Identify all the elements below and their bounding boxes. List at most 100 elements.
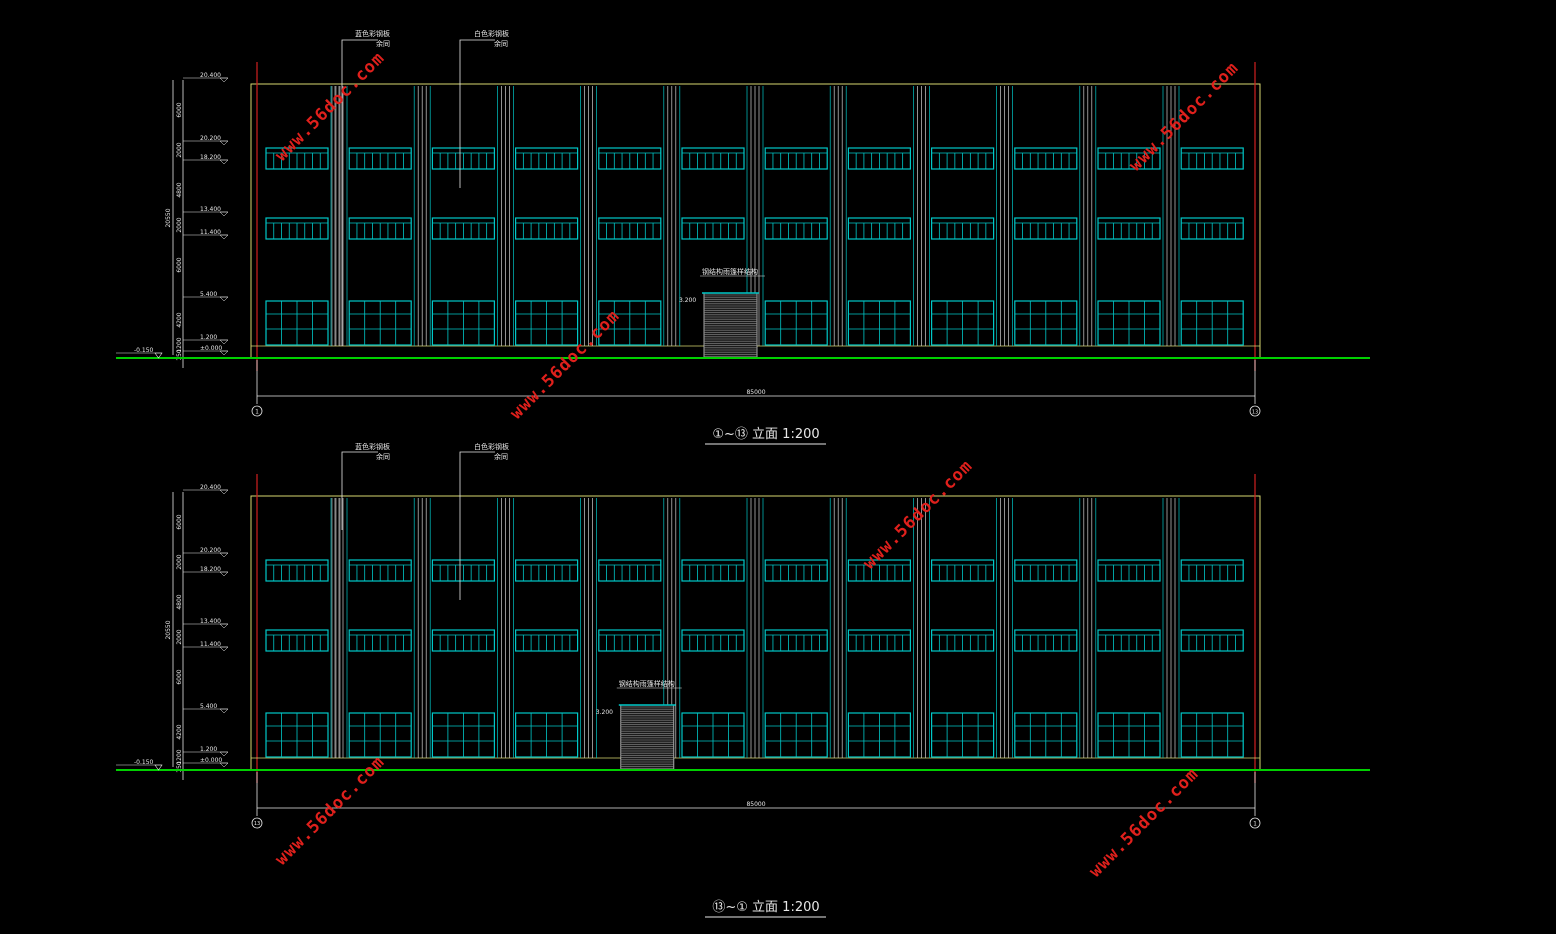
level-list: 20.400 20.200 18.200 13.400 11.400 5.400 1.200… bbox=[176, 484, 229, 773]
level-value: 5.400 bbox=[200, 703, 217, 710]
level-triangle bbox=[219, 211, 229, 217]
level-value: 18.200 bbox=[200, 154, 221, 161]
segment-value: 6000 bbox=[176, 257, 183, 272]
elevation-title-text: ①~⑬ 立面 1:200 bbox=[712, 427, 819, 442]
segment-value: 6000 bbox=[176, 102, 183, 117]
level-marks: 20550 bbox=[165, 80, 184, 368]
watermark-text: www.56doc.com bbox=[1125, 58, 1242, 175]
level-value: ±0.000 bbox=[200, 757, 222, 764]
level-triangle bbox=[219, 552, 229, 558]
watermark-text: www.56doc.com bbox=[506, 306, 623, 423]
total-height-label: 20550 bbox=[165, 620, 172, 639]
ground-level-mark: -0.150 bbox=[116, 347, 163, 359]
watermarks: www.56doc.com www.56doc.com www.56doc.co… bbox=[271, 48, 1242, 881]
level-triangle bbox=[219, 623, 229, 629]
segment-value: 4800 bbox=[176, 594, 183, 609]
svg-text:1: 1 bbox=[1253, 821, 1257, 828]
ground-level-mark: -0.150 bbox=[116, 759, 163, 771]
level-triangle bbox=[219, 646, 229, 652]
elevation-title-text: ⑬~① 立面 1:200 bbox=[712, 900, 819, 915]
building-outline bbox=[250, 495, 1261, 771]
callout-1-line1: 蓝色彩钢板 bbox=[355, 442, 390, 451]
watermark-text: www.56doc.com bbox=[1085, 764, 1202, 881]
segment-value: 4800 bbox=[176, 182, 183, 197]
level-triangle bbox=[219, 234, 229, 240]
overall-dimension: 85000 bbox=[256, 772, 1256, 816]
level-value: 13.400 bbox=[200, 618, 221, 625]
callout-1-line2: 余同 bbox=[376, 452, 390, 461]
level-triangle bbox=[219, 762, 229, 768]
segment-value: 4200 bbox=[176, 312, 183, 327]
svg-text:13: 13 bbox=[254, 821, 260, 827]
total-height-label: 20550 bbox=[165, 208, 172, 227]
level-value: 20.400 bbox=[200, 72, 221, 79]
segment-value: 1200 bbox=[176, 749, 183, 764]
callout-2-line2: 余同 bbox=[494, 39, 508, 48]
level-marks: 20550 bbox=[165, 492, 184, 780]
ground-level-label: -0.150 bbox=[134, 347, 154, 354]
dimension-label: 85000 bbox=[746, 801, 765, 808]
axis-bubble-right: 1 bbox=[1249, 817, 1261, 829]
segment-value: 2000 bbox=[176, 142, 183, 157]
callout-1-line1: 蓝色彩钢板 bbox=[355, 29, 390, 38]
elevation-1: 钢结构雨篷样结构 3.200 蓝色彩钢板 余同 白色彩钢板 余同 20550 20… bbox=[116, 29, 1370, 445]
level-value: 11.400 bbox=[200, 229, 221, 236]
ground-level-label: -0.150 bbox=[134, 759, 154, 766]
dimension-label: 85000 bbox=[746, 389, 765, 396]
level-triangle bbox=[219, 159, 229, 165]
level-list: 20.400 20.200 18.200 13.400 11.400 5.400 1.200… bbox=[176, 72, 229, 361]
segment-value: 150 bbox=[176, 349, 183, 361]
gate-level: 3.200 bbox=[679, 297, 696, 304]
level-triangle bbox=[219, 708, 229, 714]
watermark-text: www.56doc.com bbox=[859, 456, 976, 573]
level-value: 1.200 bbox=[200, 334, 217, 341]
level-value: 1.200 bbox=[200, 746, 217, 753]
level-value: 11.400 bbox=[200, 641, 221, 648]
segment-value: 150 bbox=[176, 761, 183, 773]
level-value: 13.400 bbox=[200, 206, 221, 213]
axis-bubble-left: 1 bbox=[251, 405, 263, 417]
axis-bubble-left: 13 bbox=[251, 817, 263, 829]
callout-white-panel: 白色彩钢板 余同 bbox=[459, 29, 509, 188]
segment-value: 2000 bbox=[176, 554, 183, 569]
level-triangle bbox=[219, 489, 229, 495]
facade-bays: 钢结构雨篷样结构 3.200 bbox=[250, 62, 1261, 371]
level-value: 20.400 bbox=[200, 484, 221, 491]
svg-text:1: 1 bbox=[255, 409, 259, 416]
segment-value: 2000 bbox=[176, 629, 183, 644]
segment-value: 6000 bbox=[176, 514, 183, 529]
gate-note: 钢结构雨篷样结构 bbox=[619, 679, 675, 688]
callout-blue-panel: 蓝色彩钢板 余同 bbox=[341, 442, 390, 530]
callout-2-line2: 余同 bbox=[494, 452, 508, 461]
facade-bays: 钢结构雨篷样结构 3.200 bbox=[250, 474, 1261, 783]
segment-value: 1200 bbox=[176, 337, 183, 352]
overall-dimension: 85000 bbox=[256, 360, 1256, 404]
gate-note: 钢结构雨篷样结构 bbox=[702, 267, 758, 276]
callout-white-panel: 白色彩钢板 余同 bbox=[459, 442, 509, 600]
level-triangle bbox=[219, 339, 229, 345]
level-triangle bbox=[219, 140, 229, 146]
elevation-title: ①~⑬ 立面 1:200 bbox=[705, 427, 826, 445]
callout-2-line1: 白色彩钢板 bbox=[474, 29, 509, 38]
svg-text:13: 13 bbox=[1252, 410, 1258, 416]
gate-level: 3.200 bbox=[596, 709, 613, 716]
segment-value: 6000 bbox=[176, 669, 183, 684]
segment-value: 2000 bbox=[176, 217, 183, 232]
level-value: 20.200 bbox=[200, 547, 221, 554]
level-value: 5.400 bbox=[200, 291, 217, 298]
level-triangle bbox=[219, 296, 229, 302]
level-triangle bbox=[219, 77, 229, 83]
segment-value: 4200 bbox=[176, 724, 183, 739]
callout-2-line1: 白色彩钢板 bbox=[474, 442, 509, 451]
level-value: ±0.000 bbox=[200, 345, 222, 352]
elevation-2: 钢结构雨篷样结构 3.200 蓝色彩钢板 余同 白色彩钢板 余同 20550 20… bbox=[116, 442, 1370, 918]
elevation-title: ⑬~① 立面 1:200 bbox=[705, 900, 826, 918]
axis-bubble-right: 13 bbox=[1249, 405, 1261, 417]
level-value: 20.200 bbox=[200, 135, 221, 142]
level-value: 18.200 bbox=[200, 566, 221, 573]
level-triangle bbox=[219, 350, 229, 356]
level-triangle bbox=[219, 751, 229, 757]
callout-1-line2: 余同 bbox=[376, 39, 390, 48]
callout-blue-panel: 蓝色彩钢板 余同 bbox=[341, 29, 390, 346]
